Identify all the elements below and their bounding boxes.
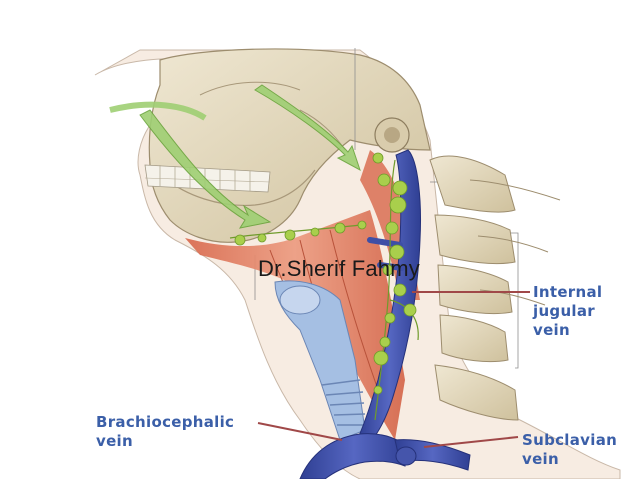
lymph-flow-arrows: [109, 84, 361, 229]
subclavian-vein: [394, 439, 471, 471]
label-internal-jugular-vein: Internal jugular vein: [533, 283, 602, 340]
label-line-1: Internal: [533, 283, 603, 301]
leader-brachiocephalic: [257, 422, 343, 441]
watermark-text: Dr.Sherif Fahmy: [258, 256, 420, 281]
larynx-trachea: [274, 280, 366, 441]
leader-lines: [257, 291, 530, 448]
lymph-nodes: [234, 152, 417, 395]
leader-subclavian: [423, 436, 519, 448]
label-line-3: vein: [533, 321, 570, 339]
cervical-spine: [429, 155, 561, 421]
label-line-2: vein: [522, 450, 559, 468]
label-line-1: Subclavian: [522, 431, 618, 449]
label-line-2: jugular: [533, 302, 595, 320]
label-line-2: vein: [96, 432, 133, 450]
label-brachiocephalic-vein: Brachiocephalic vein: [96, 413, 234, 451]
teeth: [144, 164, 271, 193]
label-line-1: Brachiocephalic: [96, 413, 235, 431]
label-subclavian-vein: Subclavian vein: [522, 431, 617, 469]
